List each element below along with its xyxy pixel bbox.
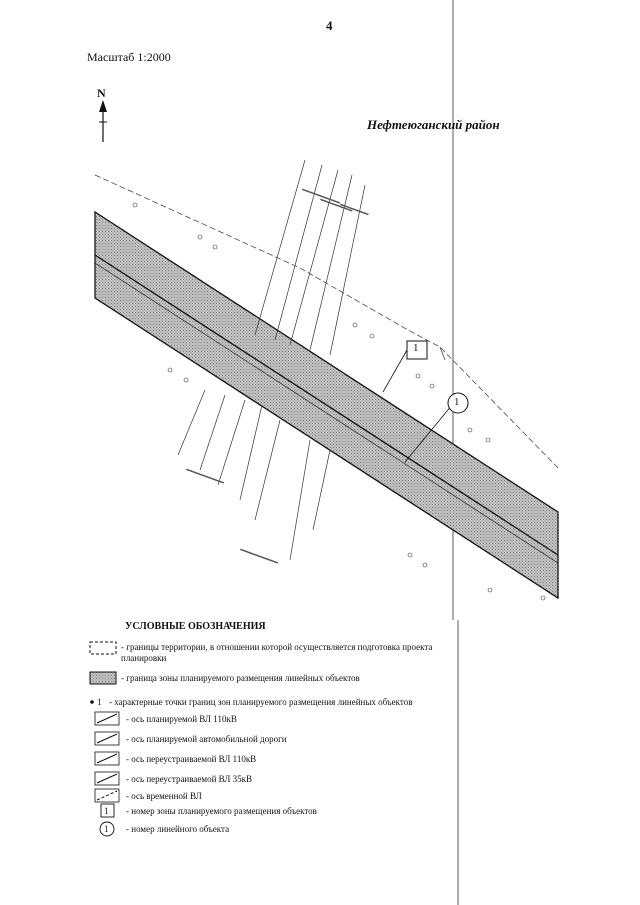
diagonal-line-icon bbox=[96, 713, 118, 724]
north-label: N bbox=[97, 86, 106, 100]
legend-frame-icon bbox=[94, 731, 120, 746]
legend-text: - граница зоны планируемого размещения л… bbox=[121, 673, 360, 683]
district-label: Нефтеюганский район bbox=[367, 117, 500, 132]
legend-frame-icon bbox=[94, 788, 120, 803]
road-axis-line bbox=[94, 254, 559, 556]
zone-number-square-icon bbox=[406, 340, 428, 360]
page-number: 4 bbox=[326, 18, 333, 33]
legend-symbols bbox=[89, 641, 120, 837]
legend-text: - ось временной ВЛ bbox=[126, 791, 202, 801]
circle-number-label: 1 bbox=[104, 824, 109, 834]
legend-text: - ось переустраиваемой ВЛ 110кВ bbox=[126, 754, 257, 764]
square-number-label: 1 bbox=[104, 806, 109, 816]
boundary-point-markers bbox=[132, 202, 546, 601]
power-line-axis bbox=[94, 262, 559, 564]
diagonal-line-icon bbox=[96, 733, 118, 744]
square-number-icon bbox=[100, 803, 115, 818]
territory-boundary bbox=[94, 174, 561, 471]
diagonal-line-icon bbox=[96, 773, 118, 784]
dashed-diagonal-icon bbox=[96, 790, 118, 801]
annotation-marks bbox=[185, 188, 369, 564]
diagonal-line-icon bbox=[96, 753, 118, 764]
point-label: 1 bbox=[97, 697, 102, 707]
object-number-circle-icon bbox=[447, 392, 469, 414]
legend-text: - ось переустраиваемой ВЛ 35кВ bbox=[126, 774, 253, 784]
legend-text: - границы территории, в отношении которо… bbox=[121, 642, 433, 663]
legend-frame-icon bbox=[94, 751, 120, 766]
scale-label: Масштаб 1:2000 bbox=[87, 50, 171, 64]
legend-text: - ось планируемой ВЛ 110кВ bbox=[126, 714, 237, 724]
legend-frame-icon bbox=[94, 771, 120, 786]
circle-number-icon bbox=[99, 821, 115, 837]
zone-number-label: 1 bbox=[413, 342, 419, 354]
hatched-rect-icon bbox=[89, 671, 117, 685]
legend-text: - номер линейного объекта bbox=[126, 824, 230, 834]
legend-text: - характерные точки границ зон планируем… bbox=[109, 697, 413, 707]
north-arrow-icon bbox=[99, 100, 107, 142]
legend-text: - номер зоны планируемого размещения объ… bbox=[126, 806, 317, 816]
legend-frame-icon bbox=[94, 711, 120, 726]
dashed-rect-icon bbox=[89, 641, 117, 655]
crossing-power-lines bbox=[177, 159, 366, 561]
dot-point-icon bbox=[90, 700, 94, 704]
legend-title: УСЛОВНЫЕ ОБОЗНАЧЕНИЯ bbox=[125, 621, 266, 632]
legend-text: - ось планируемой автомобильной дороги bbox=[126, 734, 287, 744]
object-number-label: 1 bbox=[454, 396, 460, 408]
territory-boundary bbox=[439, 346, 446, 361]
